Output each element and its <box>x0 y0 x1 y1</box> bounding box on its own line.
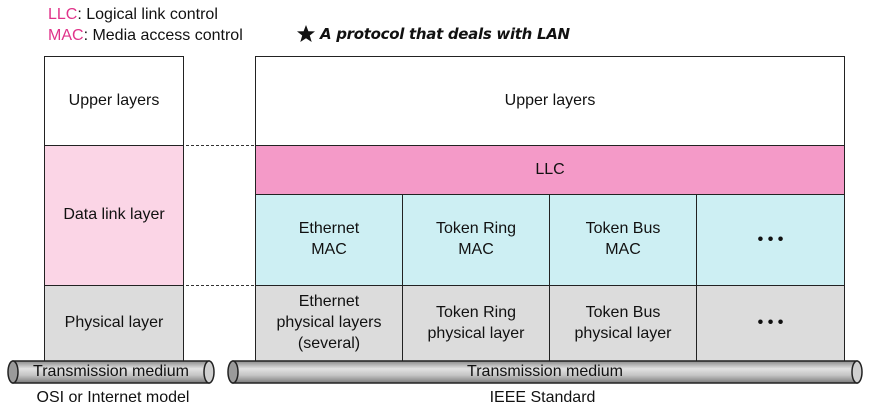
star-icon <box>297 25 315 42</box>
dashed-connector-bottom <box>186 285 254 286</box>
ieee-physical-token-bus: Token Bus physical layer <box>549 285 697 362</box>
legend-llc-abbr: LLC <box>48 6 78 23</box>
legend-mac: MAC: Media access control <box>48 25 278 46</box>
ieee-physical-token-ring: Token Ring physical layer <box>402 285 550 362</box>
handwritten-note-text: A protocol that deals with LAN <box>320 25 570 43</box>
ieee-medium-label: Transmission medium <box>467 363 623 380</box>
handwritten-note: A protocol that deals with LAN <box>296 22 596 46</box>
ieee-upper-layers: Upper layers <box>255 56 845 146</box>
ieee-caption: IEEE Standard <box>489 389 596 406</box>
osi-upper-layers: Upper layers <box>44 56 184 146</box>
legend-mac-abbr: MAC <box>48 27 84 44</box>
ieee-physical-more: • • • <box>696 285 845 362</box>
osi-medium-label: Transmission medium <box>33 363 189 380</box>
osi-data-link-layer: Data link layer <box>44 145 184 286</box>
ieee-mac-token-ring: Token Ring MAC <box>402 194 550 286</box>
legend-llc-text: : Logical link control <box>77 6 218 23</box>
osi-physical-layer: Physical layer <box>44 285 184 362</box>
osi-caption: OSI or Internet model <box>36 389 190 406</box>
legend-llc: LLC: Logical link control <box>48 4 278 25</box>
ieee-physical-ethernet: Ethernet physical layers (several) <box>255 285 403 362</box>
legend-mac-text: : Media access control <box>83 27 243 44</box>
dashed-connector-top <box>186 145 254 146</box>
ieee-mac-ethernet: Ethernet MAC <box>255 194 403 286</box>
ieee-mac-more: • • • <box>696 194 845 286</box>
legend: LLC: Logical link control MAC: Media acc… <box>48 4 278 46</box>
ieee-mac-token-bus: Token Bus MAC <box>549 194 697 286</box>
ieee-llc: LLC <box>255 145 845 195</box>
